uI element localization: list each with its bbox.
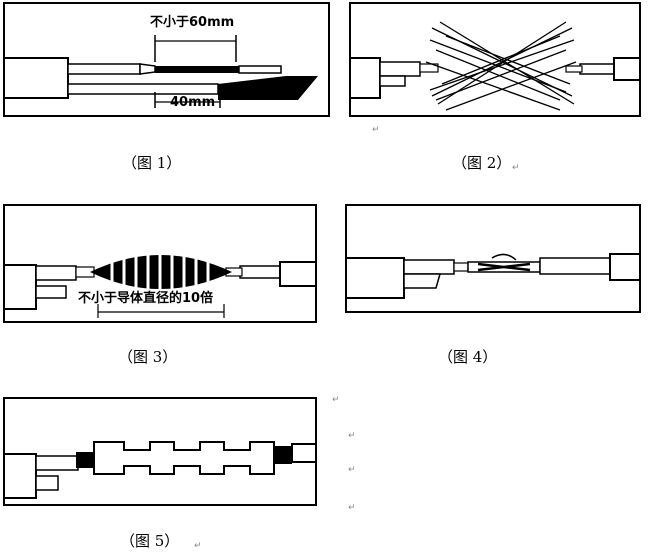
- figure-1-left-jacket: [3, 57, 69, 99]
- figure-1-label-bottom: 40mm: [170, 95, 215, 110]
- svg-text:↵: ↵: [348, 465, 356, 475]
- figure-3-caption: （图 3）: [118, 348, 177, 366]
- figure-1-lower-conductor: [218, 76, 318, 100]
- svg-text:↵: ↵: [512, 163, 520, 173]
- figure-4-caption: （图 4）: [438, 348, 497, 366]
- figure-2-right-jacket: [613, 57, 641, 81]
- figure-5-right-tape: [274, 446, 292, 464]
- svg-text:↵: ↵: [332, 395, 340, 405]
- figure-2-frame: [349, 2, 641, 117]
- figure-2: ↵ （图 2） ↵: [349, 2, 641, 173]
- figure-4-right-jacket: [609, 253, 641, 281]
- figure-1: 不小于60mm 40mm （图 1）: [3, 2, 330, 172]
- figure-3-left-jacket: [3, 264, 37, 310]
- svg-text:↵: ↵: [348, 503, 356, 513]
- figure-2-crossed-strands: [425, 21, 577, 111]
- figure-3-right-jacket: [279, 261, 317, 287]
- figure-2-caption: （图 2）: [452, 154, 511, 172]
- figure-1-left-insulation: [67, 63, 141, 75]
- figure-5: ↵ ↵ ↵ ↵ （图 5） ↵: [3, 395, 356, 551]
- figure-5-left-jacket: [3, 453, 37, 499]
- figure-4: （图 4）: [345, 204, 641, 366]
- figure-2-left-jacket: [349, 57, 381, 99]
- figure-5-right-jacket: [291, 443, 317, 463]
- figure-4-left-jacket: [345, 257, 405, 299]
- svg-text:↵: ↵: [372, 125, 380, 135]
- figure-3: 不小于导体直径的10倍 （图 3）: [3, 204, 317, 366]
- figure-1-upper-conductor: [155, 66, 239, 73]
- figure-5-left-tape: [76, 452, 94, 468]
- figure-1-caption: （图 1）: [122, 154, 181, 172]
- figure-5-sleeve: [93, 441, 275, 475]
- svg-text:↵: ↵: [348, 431, 356, 441]
- figure-3-label: 不小于导体直径的10倍: [78, 290, 213, 306]
- svg-text:↵: ↵: [194, 541, 202, 551]
- figure-1-label-top: 不小于60mm: [150, 15, 234, 30]
- figure-5-caption: （图 5）: [120, 532, 179, 550]
